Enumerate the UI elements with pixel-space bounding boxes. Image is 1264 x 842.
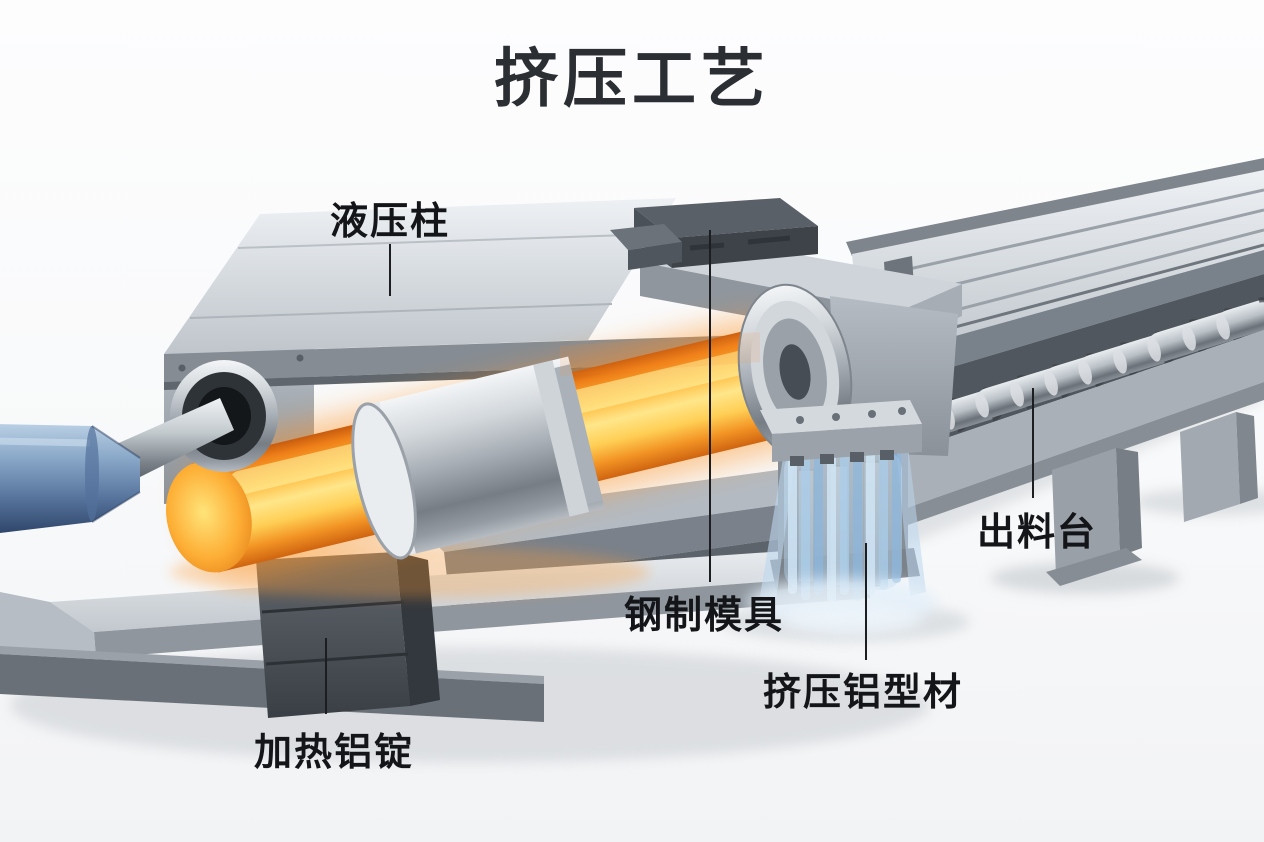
hydraulic-ram [0,424,140,534]
piston-rod [112,398,234,484]
label-hydraulic-column: 液压柱 [330,201,451,243]
label-steel-die: 钢制模具 [624,595,785,637]
runout-conveyor [846,158,1264,586]
leader-line-heated-ingot [325,638,327,714]
top-gearbox-block [610,198,818,270]
label-discharge-table: 出料台 [977,512,1098,554]
leader-line-hydraulic-column [389,244,391,296]
label-heated-ingot: 加热铝锭 [254,732,415,774]
water-quench-unit [747,400,937,634]
leader-line-extruded-profile [865,543,867,660]
leader-line-steel-die [709,230,711,582]
conveyor-legs [1046,412,1258,586]
leader-line-discharge-table [1032,388,1034,498]
container-sleeve [351,356,605,560]
label-extruded-profile: 挤压铝型材 [763,672,964,714]
water-spray [747,443,937,634]
page-title: 挤压工艺 [494,43,770,115]
hydraulic-ram-assembly [0,360,278,534]
